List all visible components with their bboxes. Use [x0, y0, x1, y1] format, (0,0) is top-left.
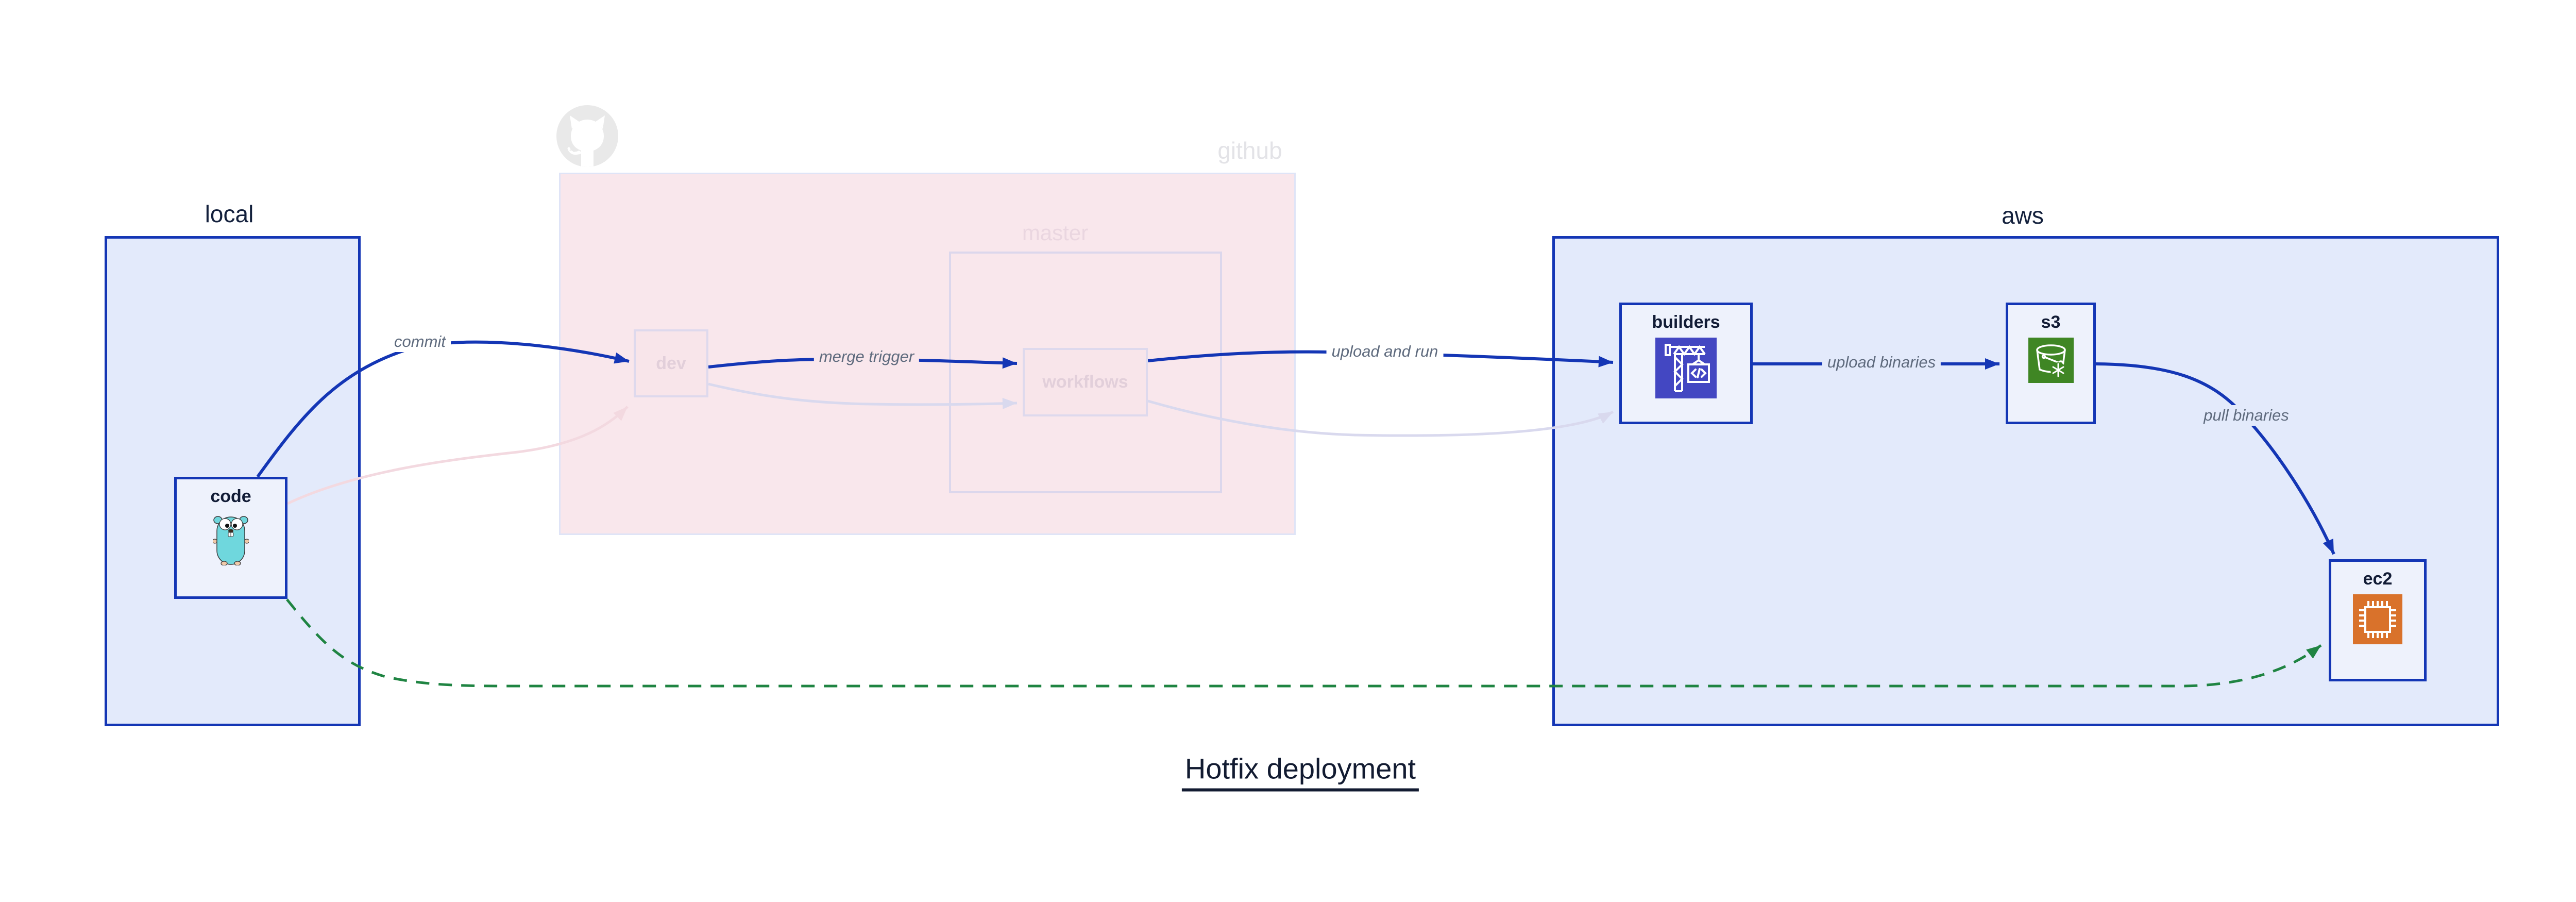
go-gopher-icon: [213, 516, 249, 565]
node-dev-label: dev: [656, 353, 686, 373]
node-builders: builders: [1619, 303, 1753, 424]
edge-label-merge-trigger: merge trigger: [814, 346, 920, 367]
edge-faded-merge: [708, 382, 1018, 409]
group-label-master: master: [1022, 221, 1089, 245]
node-s3: s3: [2006, 303, 2096, 424]
group-label-github: github: [1217, 137, 1282, 164]
edge-pull-binaries: [2095, 362, 2335, 555]
node-workflows: workflows: [1023, 348, 1148, 416]
edge-hotfix-dashed: [286, 598, 2322, 688]
edge-faded-commit: [286, 406, 629, 505]
node-dev: dev: [634, 329, 708, 397]
edge-label-upload-binaries: upload binaries: [1822, 352, 1941, 373]
node-code-label: code: [210, 487, 251, 506]
codebuild-crane-icon: [1655, 338, 1717, 398]
edge-label-upload-and-run: upload and run: [1326, 341, 1444, 362]
edge-label-commit: commit: [389, 331, 451, 352]
github-octocat-icon: [556, 105, 618, 167]
node-ec2: ec2: [2329, 559, 2427, 681]
group-label-local: local: [205, 201, 254, 227]
node-ec2-label: ec2: [2363, 569, 2393, 589]
diagram-title: Hotfix deployment: [1181, 752, 1419, 792]
group-label-aws: aws: [2002, 202, 2044, 229]
node-workflows-label: workflows: [1042, 372, 1128, 392]
edge-commit: [256, 340, 630, 478]
ec2-chip-icon: [2353, 594, 2402, 644]
group-master: [949, 252, 1222, 493]
node-code: code: [174, 477, 287, 599]
node-s3-label: s3: [2041, 312, 2061, 332]
edge-label-pull-binaries: pull binaries: [2198, 405, 2294, 426]
edge-faded-upload: [1147, 399, 1614, 437]
node-builders-label: builders: [1652, 312, 1720, 332]
s3-bucket-snowflake-icon: [2028, 338, 2074, 383]
